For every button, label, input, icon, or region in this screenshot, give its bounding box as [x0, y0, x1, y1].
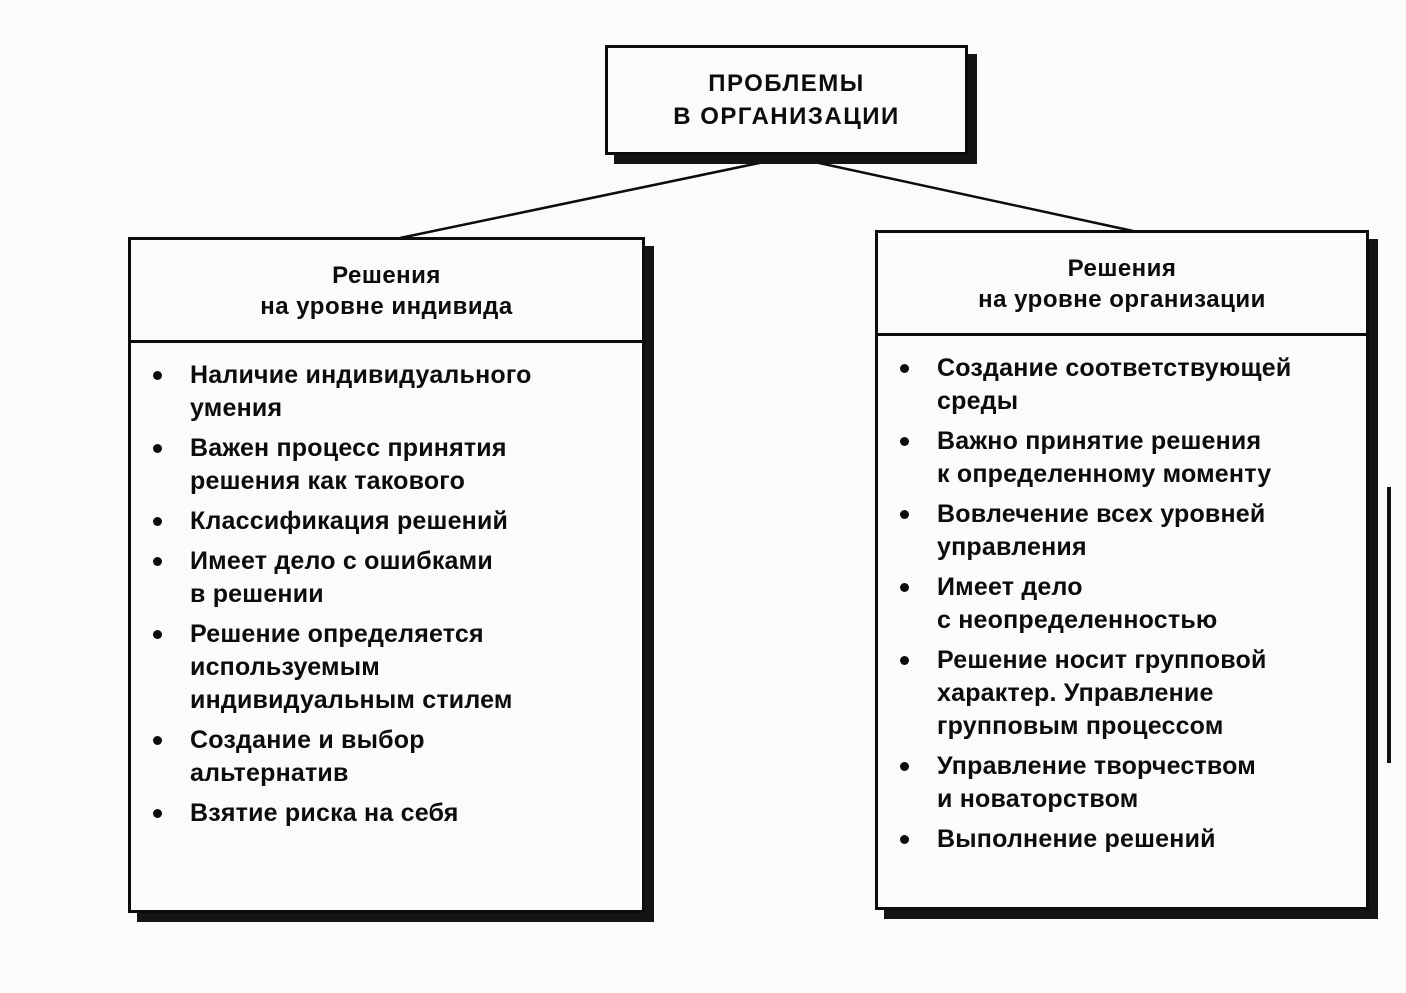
list-item-text: Имеет дело с неопределенностью — [937, 573, 1218, 634]
list-item-text: Важно принятие решения к определенному м… — [937, 427, 1272, 488]
list-item-text: Классификация решений — [190, 507, 509, 535]
node-decisions-individual-level: Решения на уровне индивида Наличие индив… — [128, 237, 645, 913]
node-problems-in-organization: ПРОБЛЕМЫ В ОРГАНИЗАЦИИ — [605, 45, 968, 155]
list-item: Выполнение решений — [900, 823, 1352, 856]
bullet-icon — [900, 583, 909, 592]
organization-items-list: Создание соответствующей среды Важно при… — [878, 336, 1366, 879]
list-item-text: Важен процесс принятия решения как таков… — [190, 434, 507, 495]
list-item: Решение определяется используемым индиви… — [153, 618, 628, 717]
list-item-text: Управление творчеством и новаторством — [937, 752, 1256, 813]
list-item: Создание соответствующей среды — [900, 352, 1352, 418]
list-item: Вовлечение всех уровней управления — [900, 498, 1352, 564]
list-item: Управление творчеством и новаторством — [900, 750, 1352, 816]
list-item-text: Имеет дело с ошибками в решении — [190, 547, 493, 608]
bullet-icon — [153, 630, 162, 639]
bullet-icon — [900, 762, 909, 771]
list-item-text: Вовлечение всех уровней управления — [937, 500, 1266, 561]
node-organization-title: Решения на уровне организации — [878, 233, 1366, 336]
connector-left-line — [399, 156, 784, 240]
bullet-icon — [900, 656, 909, 665]
list-item: Создание и выбор альтернатив — [153, 724, 628, 790]
bullet-icon — [900, 510, 909, 519]
bullet-icon — [153, 517, 162, 526]
list-item-text: Создание и выбор альтернатив — [190, 726, 425, 787]
list-item: Важен процесс принятия решения как таков… — [153, 432, 628, 498]
list-item: Решение носит групповой характер. Управл… — [900, 644, 1352, 743]
node-individual-title: Решения на уровне индивида — [131, 240, 642, 343]
bullet-icon — [153, 371, 162, 380]
list-item-text: Решение носит групповой характер. Управл… — [937, 646, 1267, 740]
node-problems-title: ПРОБЛЕМЫ В ОРГАНИЗАЦИИ — [673, 70, 900, 130]
individual-items-list: Наличие индивидуального умения Важен про… — [131, 343, 642, 853]
bullet-icon — [153, 736, 162, 745]
list-item: Имеет дело с неопределенностью — [900, 571, 1352, 637]
list-item: Имеет дело с ошибками в решении — [153, 545, 628, 611]
list-item: Классификация решений — [153, 505, 628, 538]
node-decisions-organization-level: Решения на уровне организации Создание с… — [875, 230, 1369, 910]
list-item: Важно принятие решения к определенному м… — [900, 425, 1352, 491]
list-item-text: Создание соответствующей среды — [937, 354, 1292, 415]
bullet-icon — [900, 835, 909, 844]
list-item-text: Взятие риска на себя — [190, 799, 459, 827]
list-item: Взятие риска на себя — [153, 797, 628, 830]
bullet-icon — [900, 437, 909, 446]
bullet-icon — [900, 364, 909, 373]
connector-right-line — [795, 156, 1134, 233]
list-item-text: Наличие индивидуального умения — [190, 361, 532, 422]
bullet-icon — [153, 557, 162, 566]
list-item-text: Решение определяется используемым индиви… — [190, 620, 513, 714]
list-item-text: Выполнение решений — [937, 825, 1216, 853]
bullet-icon — [153, 809, 162, 818]
bullet-icon — [153, 444, 162, 453]
list-item: Наличие индивидуального умения — [153, 359, 628, 425]
scan-artifact-line — [1387, 487, 1391, 763]
